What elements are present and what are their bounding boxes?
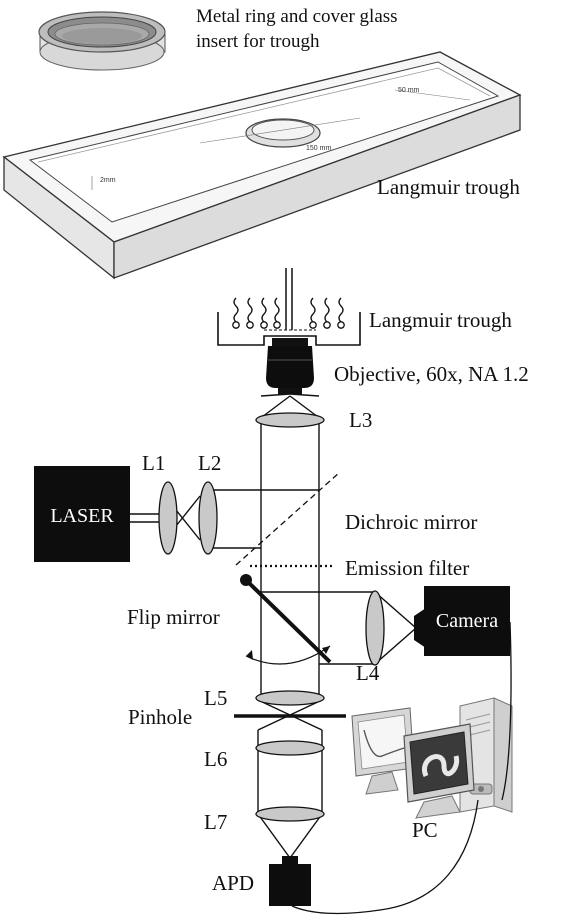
camera-cable bbox=[501, 621, 512, 801]
molecule-icon bbox=[232, 297, 345, 329]
camera-label: Camera bbox=[436, 610, 498, 632]
insert-caption-line1: Metal ring and cover glass bbox=[196, 6, 398, 27]
emission-filter-label: Emission filter bbox=[345, 556, 469, 580]
lens-l5 bbox=[255, 690, 325, 706]
metal-ring-insert-icon bbox=[38, 11, 166, 71]
trough-dim-length: 150 mm bbox=[306, 145, 331, 152]
monitor-icon bbox=[351, 707, 415, 795]
laser-box bbox=[34, 466, 130, 562]
apd-label: APD bbox=[212, 871, 254, 895]
insert-caption-line2: insert for trough bbox=[196, 31, 320, 52]
monitor-icon bbox=[403, 723, 475, 819]
lens-l6-label: L6 bbox=[204, 747, 227, 771]
lens-l5-label: L5 bbox=[204, 686, 227, 710]
lens-l3 bbox=[255, 412, 325, 428]
lens-l2-label: L2 bbox=[198, 451, 221, 475]
langmuir-trough-schematic bbox=[217, 268, 361, 346]
lenses bbox=[158, 412, 385, 822]
lens-l1-label: L1 bbox=[142, 451, 165, 475]
lens-l1 bbox=[158, 481, 178, 555]
dichroic-mirror-label: Dichroic mirror bbox=[345, 510, 477, 534]
trough-caption-top: Langmuir trough bbox=[377, 175, 520, 199]
pinhole-label: Pinhole bbox=[128, 705, 192, 729]
apd-detector bbox=[269, 856, 311, 906]
dichroic-mirror bbox=[235, 471, 341, 566]
trough-caption-schematic: Langmuir trough bbox=[369, 308, 512, 332]
lens-l2 bbox=[198, 481, 218, 555]
trough-dim-width: 50 mm bbox=[398, 87, 420, 94]
pc-label: PC bbox=[412, 818, 438, 842]
objective-icon bbox=[266, 338, 314, 394]
lens-l4 bbox=[365, 590, 385, 666]
lens-l7 bbox=[255, 806, 325, 822]
trough-dim-depth: 2mm bbox=[100, 177, 116, 184]
lens-l3-label: L3 bbox=[349, 408, 372, 432]
flip-mirror bbox=[240, 574, 332, 665]
lens-l4-label: L4 bbox=[356, 661, 380, 685]
lens-l7-label: L7 bbox=[204, 810, 227, 834]
langmuir-trough-3d bbox=[2, 51, 522, 280]
laser-label: LASER bbox=[50, 505, 114, 527]
objective-label: Objective, 60x, NA 1.2 bbox=[334, 362, 529, 386]
flip-mirror-label: Flip mirror bbox=[127, 605, 220, 629]
lens-l6 bbox=[255, 740, 325, 756]
camera bbox=[414, 586, 510, 656]
apd-cable bbox=[291, 799, 479, 915]
